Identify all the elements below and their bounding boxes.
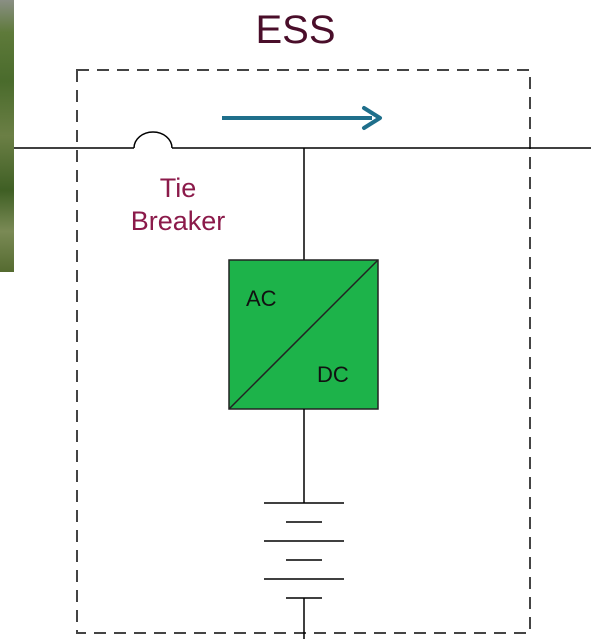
battery-icon xyxy=(264,502,344,639)
converter-dc-label: DC xyxy=(317,362,349,387)
ess-title: ESS xyxy=(255,8,336,52)
converter-diagonal xyxy=(228,259,379,410)
background-photo-fragment xyxy=(0,0,14,272)
tie-breaker-symbol xyxy=(133,131,173,149)
tie-breaker-label-line2: Breaker xyxy=(130,206,226,236)
tie-breaker-label-line1: Tie xyxy=(159,173,197,203)
converter-ac-label: AC xyxy=(246,286,277,311)
tie-breaker-label: Tie Breaker xyxy=(118,172,238,238)
power-flow-arrow-head xyxy=(362,106,382,130)
